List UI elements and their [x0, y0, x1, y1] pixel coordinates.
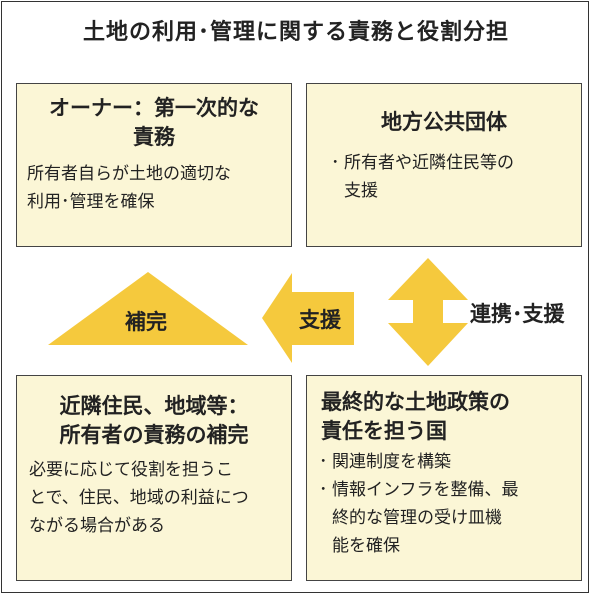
bullet-dot: ･: [319, 452, 328, 472]
nation-box: 最終的な土地政策の 責任を担う国 ･ 関連制度を構築 ･ 情報インフラを整備、最…: [306, 375, 582, 581]
owner-description-line1: 所有者自らが土地の適切な: [27, 164, 231, 184]
local-government-box: 地方公共団体 ･ 所有者や近隣住民等の 支援: [306, 83, 582, 247]
support-left-arrow: [262, 273, 354, 363]
nation-bullet-2-line3: 能を確保: [332, 536, 400, 556]
residents-description: 必要に応じて役割を担うこ とで、住民、地域の利益につ ながる場合がある: [29, 456, 283, 540]
complement-label: 補完: [125, 310, 167, 334]
nation-heading-line1: 最終的な土地政策の: [321, 390, 510, 414]
owner-description-line2: 利用･管理を確保: [27, 192, 155, 212]
nation-bullet-2-line1: 情報インフラを整備、最: [332, 480, 519, 500]
residents-box: 近隣住民、地域等： 所有者の責務の補完 必要に応じて役割を担うこ とで、住民、地…: [16, 375, 292, 581]
diagram-title: 土地の利用･管理に関する責務と役割分担: [82, 20, 509, 45]
nation-description: ･ 関連制度を構築 ･ 情報インフラを整備、最 終的な管理の受け皿機 能を確保: [319, 448, 573, 560]
owner-heading-line2: 責務: [133, 125, 175, 149]
nation-heading: 最終的な土地政策の 責任を担う国: [307, 388, 581, 446]
residents-heading-line1: 近隣住民、地域等：: [59, 394, 249, 418]
residents-heading: 近隣住民、地域等： 所有者の責務の補完: [17, 392, 291, 450]
cooperation-label: 連携･支援: [470, 302, 565, 326]
local-government-bullet-line1: 所有者や近隣住民等の: [344, 153, 514, 173]
nation-bullet-1: ･ 関連制度を構築: [319, 448, 573, 476]
support-label: 支援: [299, 308, 341, 332]
local-government-heading: 地方公共団体: [381, 110, 507, 134]
owner-description: 所有者自らが土地の適切な 利用･管理を確保: [27, 160, 281, 216]
owner-heading-line1: オーナー：第一次的な: [49, 96, 259, 120]
bullet-dot: ･: [319, 480, 328, 500]
local-government-bullet: ･ 所有者や近隣住民等の 支援: [331, 149, 567, 205]
residents-description-line3: ながる場合がある: [29, 516, 165, 536]
nation-heading-line2: 責任を担う国: [321, 419, 447, 443]
nation-bullet-2-line2: 終的な管理の受け皿機: [332, 508, 502, 528]
residents-heading-line2: 所有者の責務の補完: [59, 423, 249, 447]
residents-description-line1: 必要に応じて役割を担うこ: [29, 460, 233, 480]
cooperation-double-arrow: [388, 258, 468, 366]
local-government-bullet-line2: 支援: [344, 181, 378, 201]
owner-heading: オーナー：第一次的な 責務: [17, 94, 291, 152]
owner-box: オーナー：第一次的な 責務 所有者自らが土地の適切な 利用･管理を確保: [16, 83, 292, 247]
bullet-dot: ･: [331, 153, 340, 173]
residents-description-line2: とで、住民、地域の利益につ: [29, 488, 249, 508]
local-government-description: ･ 所有者や近隣住民等の 支援: [331, 149, 567, 205]
complement-triangle: [48, 272, 248, 345]
nation-bullet-1-text: 関連制度を構築: [332, 452, 451, 472]
nation-bullet-2: ･ 情報インフラを整備、最 終的な管理の受け皿機 能を確保: [319, 476, 573, 560]
